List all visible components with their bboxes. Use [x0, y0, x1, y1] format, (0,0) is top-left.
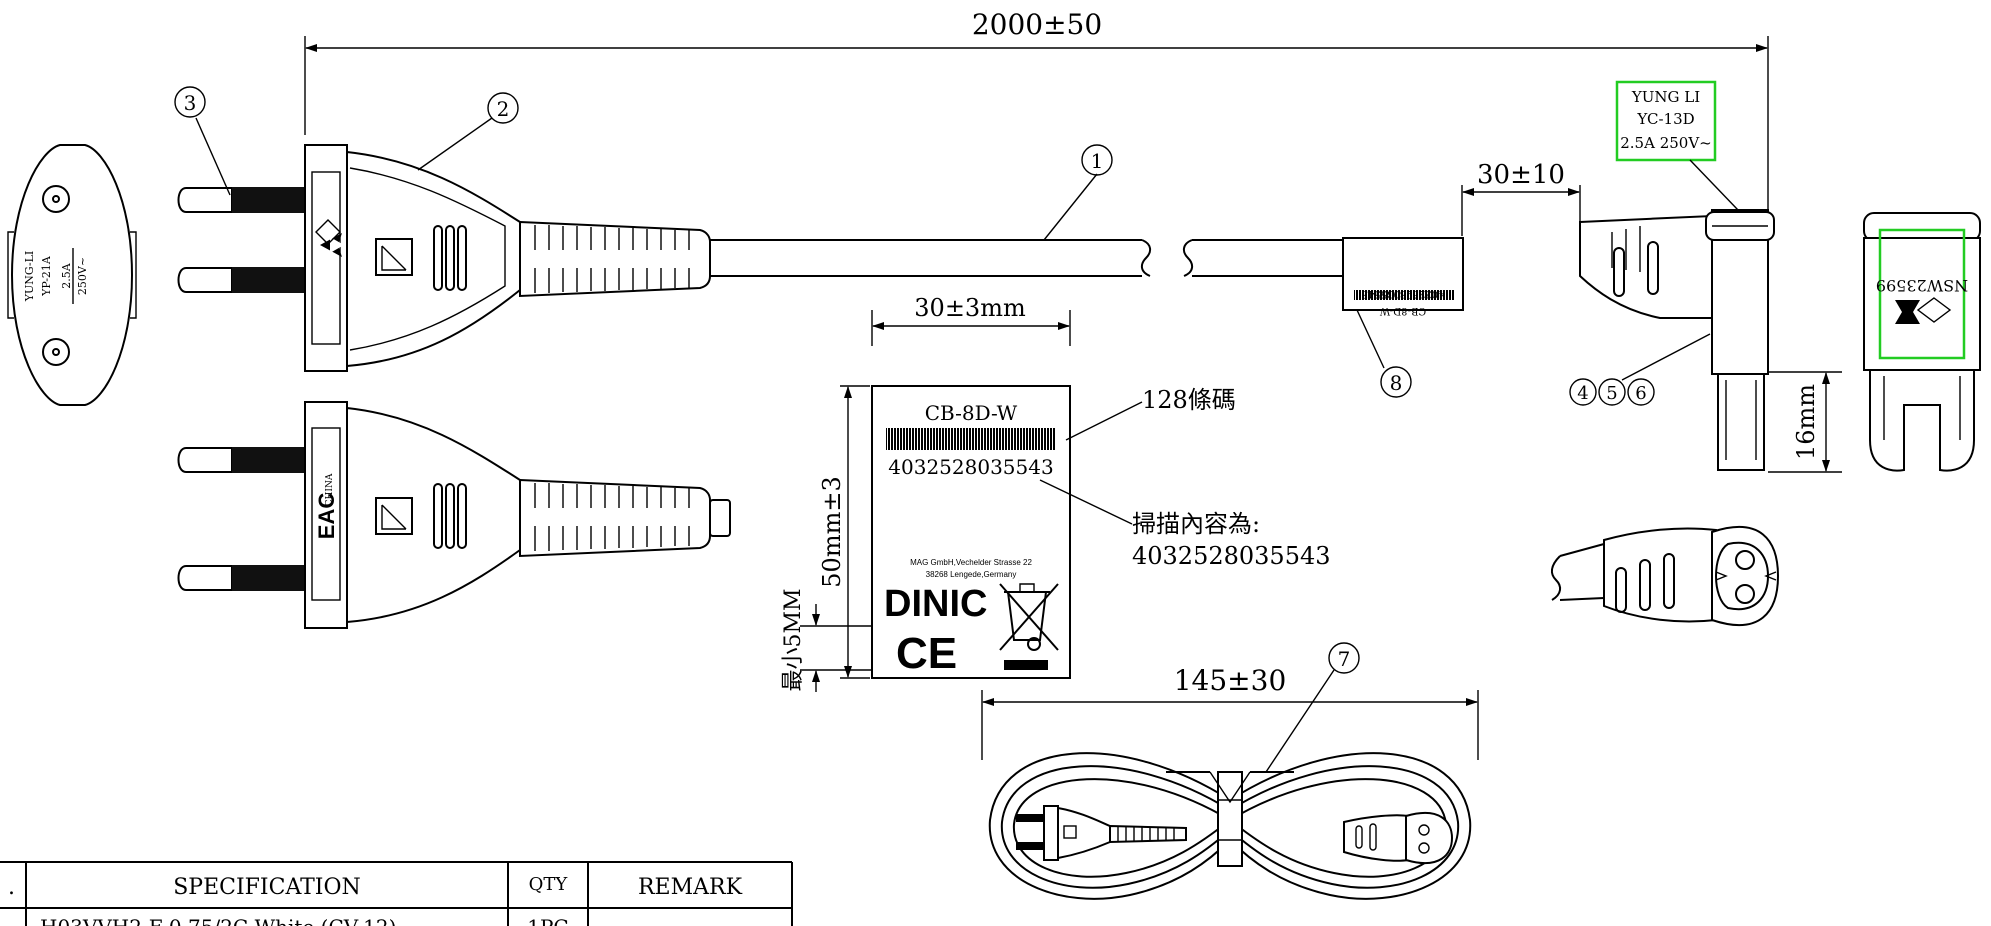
label-outline [871, 385, 1071, 679]
connector-end-mark: NSW23599 [1876, 276, 1968, 295]
callout-2: 2 [417, 92, 519, 171]
eac-mark: EAC [314, 493, 339, 540]
top-cable [710, 239, 1343, 277]
callout-4-5-6: 4 5 6 [1569, 333, 1711, 406]
pin-insulation [232, 187, 306, 213]
label-barcode [886, 428, 1056, 450]
bottom-plug: EAC CHINA [177, 401, 731, 629]
table-header-spec: SPECIFICATION [173, 875, 361, 900]
strain-relief-ribs [534, 225, 690, 293]
coil-dimension: 145±30 [981, 664, 1479, 760]
connector-perspective-view [1550, 526, 1780, 626]
origin-mark: CHINA [325, 473, 335, 506]
sleeve-barcode [1354, 290, 1454, 300]
label-address-1: MAG GmbH,Vechelder Strasse 22 [910, 558, 1032, 567]
connector-info-box: YUNG LI YC-13D 2.5A 250V~ [1615, 80, 1739, 211]
plug-pin [177, 267, 233, 293]
callout-1: 1 [1043, 144, 1113, 241]
connector-offset-label: 30±10 [1477, 160, 1565, 190]
callout-3: 3 [174, 86, 231, 196]
table-header-remark: REMARK [638, 875, 743, 900]
table-row-spec: H03VVH2-F 0.75/2C White (CV-12) [40, 915, 396, 926]
total-length-label: 2000±50 [972, 8, 1102, 41]
plug-face-brand: YUNG-LI [23, 251, 36, 303]
plug-face-current: 2.5A [60, 262, 73, 288]
svg-text:8: 8 [1390, 371, 1403, 395]
coil-width-label: 145±30 [1174, 664, 1287, 697]
table-header-index: . [8, 875, 15, 900]
connector-end-view: NSW23599 [1863, 212, 1981, 472]
svg-text:6: 6 [1635, 383, 1646, 404]
label-code: CB-8D-W [925, 401, 1018, 425]
scan-value: 4032528035543 [1132, 542, 1331, 570]
min-height-label: 最小5MM [781, 588, 806, 691]
mark-symbol [1895, 300, 1920, 324]
top-plug [177, 144, 711, 372]
svg-text:5: 5 [1606, 383, 1617, 404]
connector-length-label: 16mm [1792, 384, 1820, 460]
label-detail: 30±3mm 50mm±3 CB-8D-W 4032528035543 MAG … [781, 294, 1331, 692]
svg-text:1: 1 [1091, 149, 1104, 173]
label-height-label: 50mm±3 [818, 476, 846, 587]
sleeve-code: CB-8D-W [1379, 305, 1426, 316]
spec-table: . SPECIFICATION QTY REMARK H03VVH2-F 0.7… [0, 861, 793, 926]
svg-text:2: 2 [497, 97, 510, 121]
callout-8: 8 [1356, 309, 1412, 398]
coil-plug [1016, 805, 1187, 861]
connector-rating: 2.5A 250V~ [1620, 134, 1712, 152]
cable-sleeve-label: 4032528035543 CB-8D-W [1342, 237, 1464, 316]
label-width-label: 30±3mm [914, 294, 1026, 322]
plug-pin [177, 187, 233, 213]
connector-length-dimension: 16mm [1768, 371, 1842, 473]
label-barcode-number: 4032528035543 [888, 455, 1053, 479]
connector-model: YC-13D [1636, 110, 1694, 128]
label-address-2: 38268 Lengede,Germany [926, 570, 1017, 579]
connector-offset-dimension: 30±10 [1461, 160, 1581, 236]
weee-bin-icon [999, 583, 1059, 670]
scan-title: 掃描內容為: [1132, 510, 1260, 538]
svg-text:4: 4 [1577, 383, 1588, 404]
pin-insulation [232, 267, 306, 293]
plug-face-view: YUNG-LI YP-21A 2.5A 250V~ [7, 144, 137, 406]
barcode-note: 128條碼 [1142, 386, 1236, 414]
table-row-qty: 1PC [527, 915, 568, 926]
plug-face-voltage: 250V~ [76, 257, 89, 295]
callout-7: 7 [1265, 642, 1360, 773]
callouts: 1 2 3 4 5 6 7 8 [174, 86, 1711, 773]
label-brand: DINIC [884, 583, 987, 625]
right-angle-connector [1579, 209, 1775, 471]
table-header-qty: QTY [529, 874, 569, 895]
ce-mark: CE [896, 629, 957, 678]
total-length-dimension: 2000±50 [304, 8, 1769, 210]
svg-text:3: 3 [184, 91, 197, 115]
connector-brand: YUNG LI [1631, 88, 1700, 106]
coiled-cord [988, 752, 1472, 900]
coil-connector [1343, 811, 1454, 865]
svg-text:7: 7 [1338, 647, 1351, 671]
plug-face-model: YP-21A [40, 255, 53, 297]
